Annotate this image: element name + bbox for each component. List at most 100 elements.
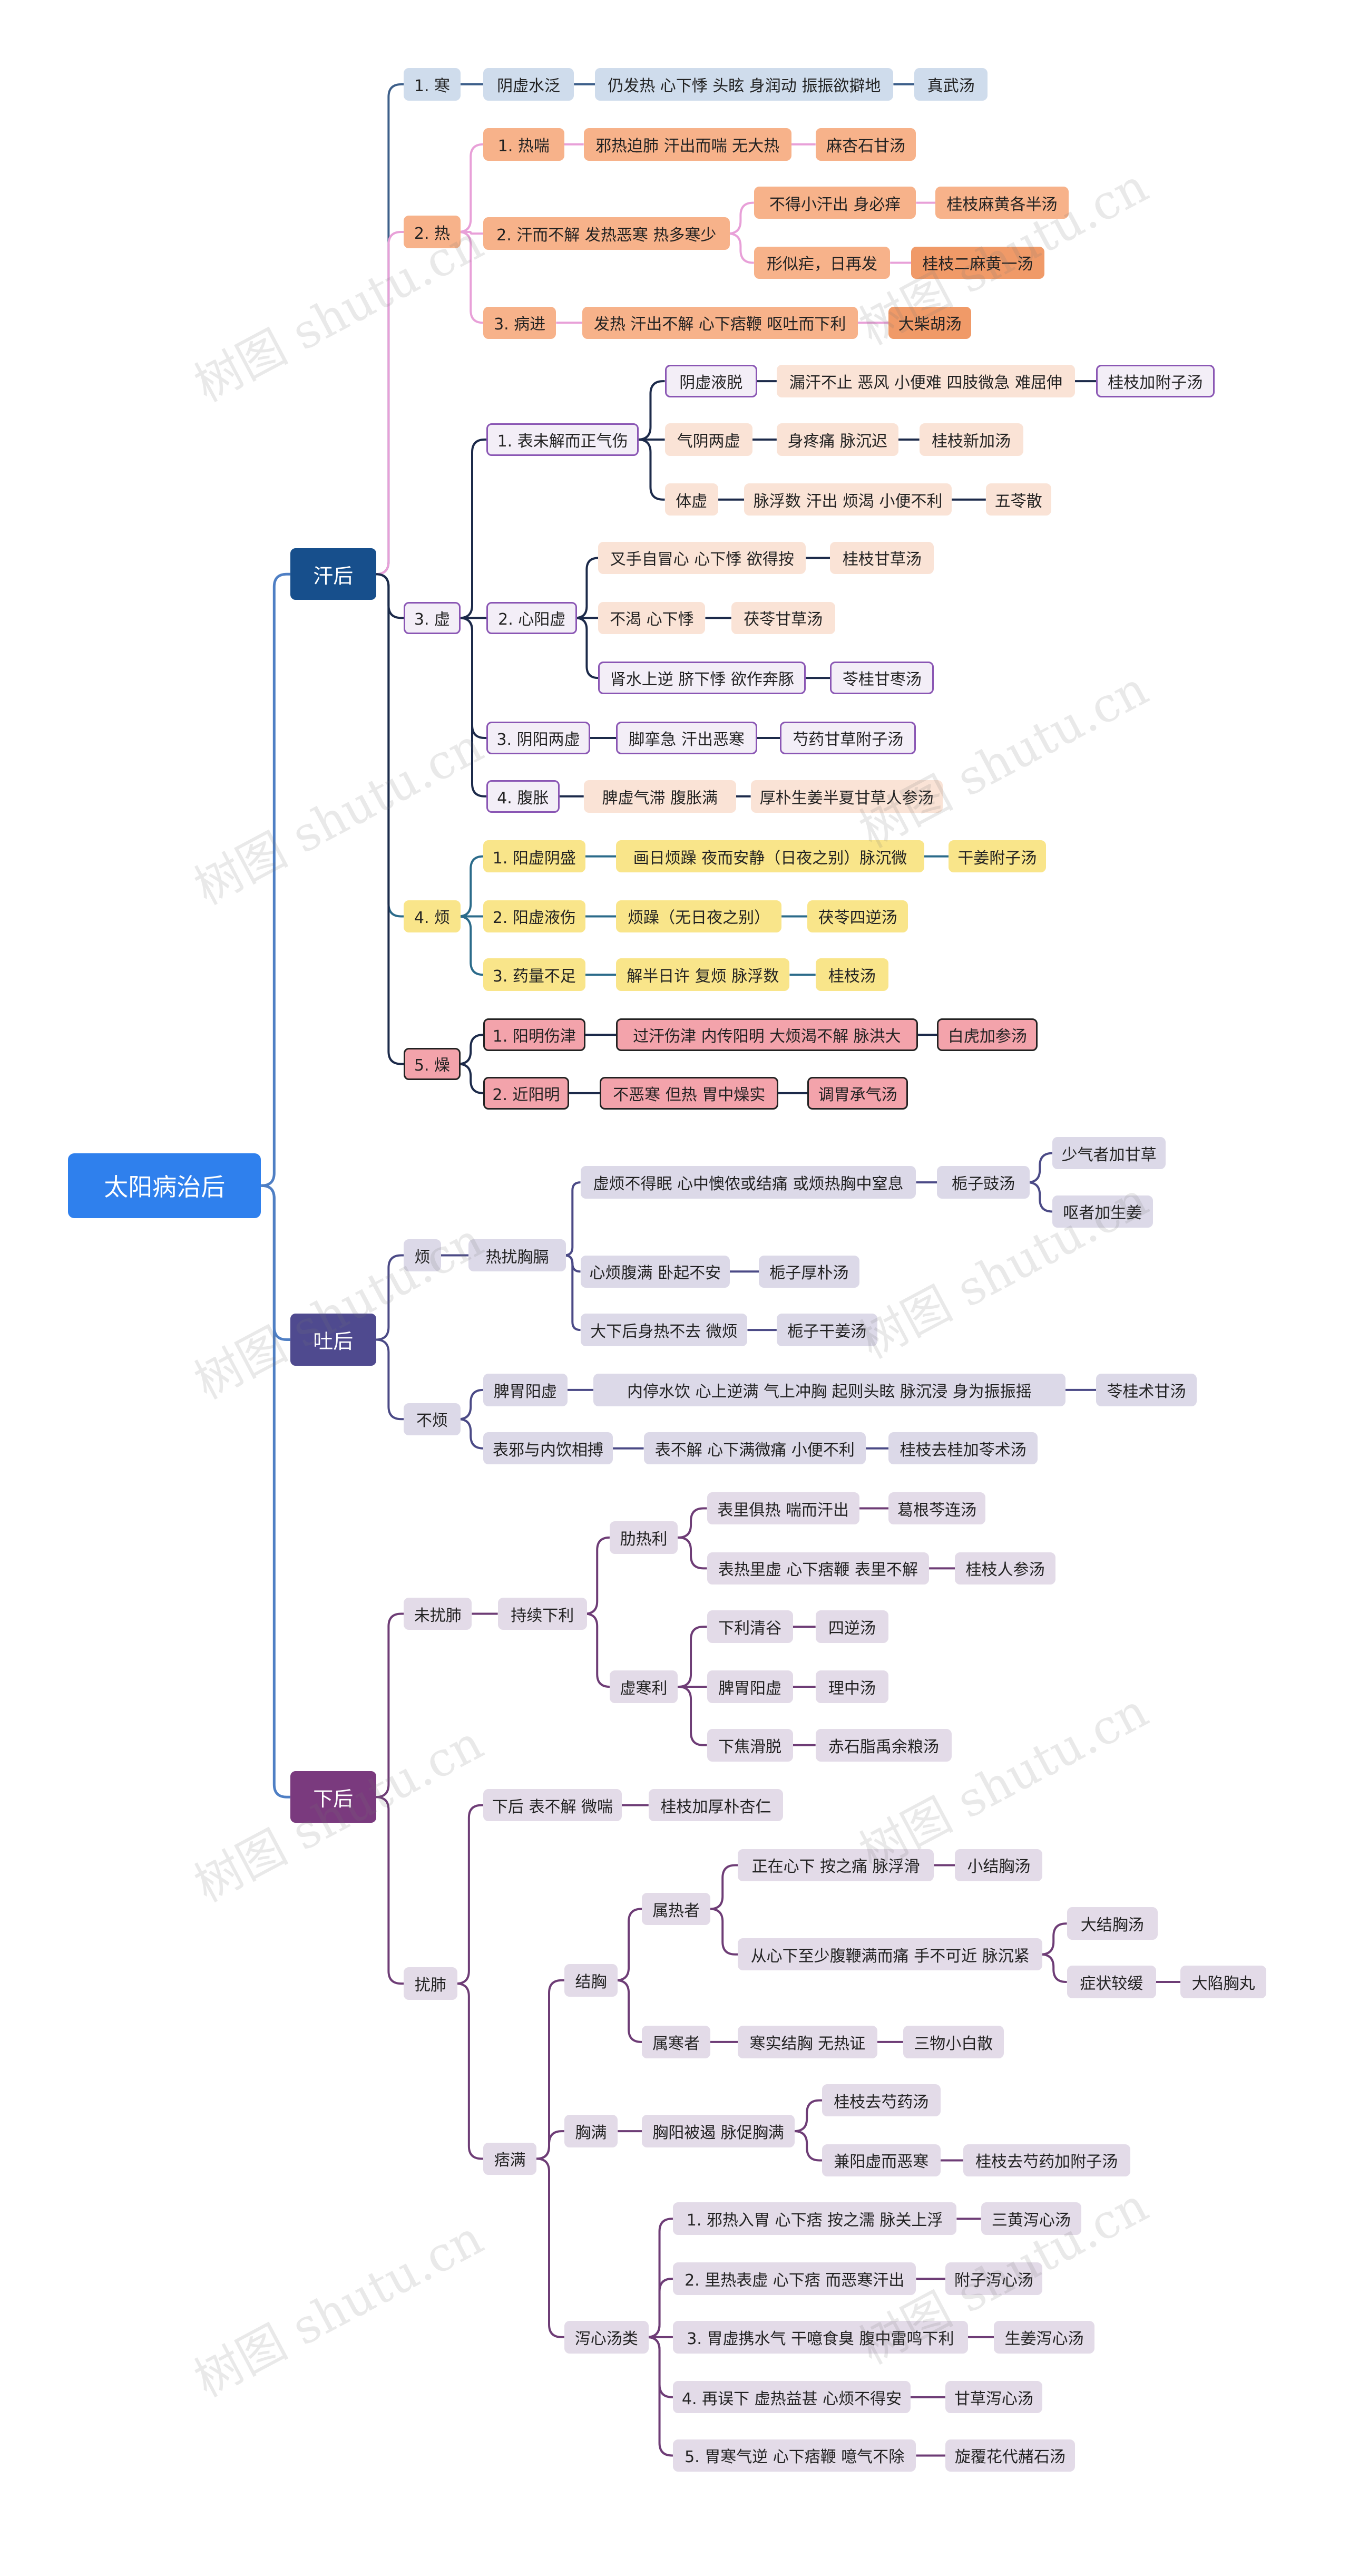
topic-a2b1[interactable]: 不得小汗出 身必痒 [754,186,916,219]
topic-c2a1[interactable]: 桂枝加厚朴杏仁 [648,1788,784,1822]
topic-b1a1a[interactable]: 栀子豉汤 [937,1166,1030,1199]
topic-c2b1a2b1[interactable]: 大陷胸丸 [1180,1966,1267,1998]
topic-a2a1[interactable]: 邪热迫肺 汗出而喘 无大热 [583,128,791,161]
topic-a2a2[interactable]: 麻杏石甘汤 [815,128,916,161]
topic-a4c1[interactable]: 解半日许 复烦 脉浮数 [616,958,790,991]
topic-a2c2[interactable]: 大柴胡汤 [888,306,972,339]
topic-b2[interactable]: 不烦 [404,1403,461,1436]
topic-b1a1a2[interactable]: 呕者加生姜 [1052,1195,1153,1228]
topic-a4c[interactable]: 3. 药量不足 [483,958,585,991]
topic-b2a2[interactable]: 苓桂术甘汤 [1096,1374,1197,1406]
topic-a4a2[interactable]: 干姜附子汤 [949,840,1046,873]
topic-c2b3a1[interactable]: 三黄泻心汤 [981,2202,1082,2235]
topic-c2b3d[interactable]: 4. 再误下 虚热益甚 心烦不得安 [672,2380,911,2414]
topic-c2[interactable]: 扰肺 [404,1967,457,2000]
topic-c2b2a1[interactable]: 桂枝去芍药汤 [822,2084,941,2117]
topic-c2b1a1a[interactable]: 小结胸汤 [955,1849,1043,1882]
topic-c2b3d1[interactable]: 甘草泻心汤 [945,2380,1042,2414]
topic-a1c[interactable]: 真武汤 [914,68,988,101]
topic-c2b1a2[interactable]: 从心下至少腹鞭满而痛 手不可近 脉沉紧 [738,1938,1043,1971]
topic-a3a[interactable]: 1. 表未解而正气伤 [486,423,639,456]
topic-a3d[interactable]: 4. 腹胀 [486,780,560,813]
topic-a5[interactable]: 5. 燥 [404,1047,461,1081]
topic-b2b[interactable]: 表邪与内饮相搏 [483,1432,613,1465]
topic-b1a2a[interactable]: 栀子厚朴汤 [759,1255,859,1288]
topic-b1a3[interactable]: 大下后身热不去 微烦 [580,1314,748,1346]
topic-a3a2b[interactable]: 桂枝新加汤 [919,423,1023,456]
topic-a1a[interactable]: 阴虚水泛 [483,68,574,101]
topic-c1a1a1[interactable]: 葛根芩连汤 [888,1492,986,1525]
topic-a5a2[interactable]: 白虎加参汤 [937,1018,1038,1051]
topic-a3a3b[interactable]: 五苓散 [985,483,1051,516]
topic-c1a[interactable]: 持续下利 [497,1597,587,1630]
topic-a3[interactable]: 3. 虚 [404,601,461,635]
topic-a2a[interactable]: 1. 热喘 [483,128,564,161]
topic-a3b1[interactable]: 叉手自冒心 心下悸 欲得按 [598,541,806,575]
topic-a2[interactable]: 2. 热 [404,216,461,248]
topic-c2b2[interactable]: 胸满 [564,2115,618,2147]
topic-c2b1a1[interactable]: 正在心下 按之痛 脉浮滑 [738,1849,934,1882]
topic-b2a[interactable]: 脾胃阳虚 [483,1374,568,1406]
topic-a5b1[interactable]: 不恶寒 但热 胃中燥实 [600,1077,778,1110]
topic-a5a[interactable]: 1. 阳明伤津 [483,1018,585,1051]
root-topic[interactable]: 太阳病治后 [68,1153,261,1218]
topic-c1a1b[interactable]: 表热里虚 心下痞鞭 表里不解 [707,1552,930,1585]
topic-a2c[interactable]: 3. 病进 [483,306,556,339]
topic-c1a2[interactable]: 虚寒利 [609,1670,678,1703]
topic-c1a2a1[interactable]: 四逆汤 [815,1610,889,1643]
topic-c2b1a2a[interactable]: 大结胸汤 [1067,1907,1158,1940]
topic-c2b1a2b[interactable]: 症状较缓 [1067,1966,1156,1998]
topic-a3a3a[interactable]: 脉浮数 汗出 烦渴 小便不利 [744,483,952,516]
topic-b2b2[interactable]: 桂枝去桂加苓术汤 [888,1432,1038,1465]
topic-a3c[interactable]: 3. 阴阳两虚 [486,722,590,754]
topic-c2b1b2[interactable]: 三物小白散 [903,2026,1004,2058]
topic-b1a1[interactable]: 虚烦不得眠 心中懊侬或结痛 或烦热胸中窒息 [580,1166,916,1199]
topic-c1a1[interactable]: 肋热利 [609,1521,678,1554]
topic-b1a3a[interactable]: 栀子干姜汤 [776,1314,877,1346]
topic-a3c1[interactable]: 脚挛急 汗出恶寒 [616,722,757,754]
topic-a3a2a[interactable]: 身疼痛 脉沉迟 [776,423,898,456]
topic-a3b2[interactable]: 不渴 心下悸 [598,601,706,635]
topic-c2b1[interactable]: 结胸 [564,1964,618,1997]
topic-c2b1b[interactable]: 属寒者 [642,2026,710,2058]
topic-c1a1a[interactable]: 表里俱热 喘而汗出 [707,1492,859,1525]
topic-a[interactable]: 汗后 [290,548,376,600]
topic-a4b[interactable]: 2. 阳虚液伤 [483,900,585,933]
topic-b[interactable]: 吐后 [290,1314,376,1366]
topic-a3a3[interactable]: 体虚 [664,483,719,516]
topic-a4a1[interactable]: 画日烦躁 夜而安静（日夜之别）脉沉微 [616,840,924,873]
topic-c2b1b1[interactable]: 寒实结胸 无热证 [738,2026,877,2058]
topic-a2b1a[interactable]: 桂枝麻黄各半汤 [935,186,1069,219]
topic-b1[interactable]: 烦 [404,1239,441,1272]
topic-a2b2a[interactable]: 桂枝二麻黄一汤 [911,246,1044,279]
topic-a4b1[interactable]: 烦躁（无日夜之别） [616,900,782,933]
topic-c2b3e1[interactable]: 旋覆花代赭石汤 [945,2439,1075,2472]
topic-c1a2b[interactable]: 脾胃阳虚 [707,1670,793,1703]
topic-a3b[interactable]: 2. 心阳虚 [486,601,578,635]
topic-c2b[interactable]: 痞满 [483,2142,537,2175]
topic-a3a1a[interactable]: 漏汗不止 恶风 小便难 四肢微急 难屈伸 [776,365,1075,397]
topic-c2b3b1[interactable]: 附子泻心汤 [945,2262,1042,2295]
topic-a4a[interactable]: 1. 阳虚阴盛 [483,840,585,873]
topic-c2b3b[interactable]: 2. 里热表虚 心下痞 而恶寒汗出 [672,2262,916,2295]
topic-a3b2a[interactable]: 茯苓甘草汤 [731,601,835,635]
topic-a3b3a[interactable]: 苓桂甘枣汤 [830,662,934,694]
topic-c2b3e[interactable]: 5. 胃寒气逆 心下痞鞭 噫气不除 [672,2439,916,2472]
topic-c1a2c1[interactable]: 赤石脂禹余粮汤 [815,1729,952,1762]
topic-b1a1a1[interactable]: 少气者加甘草 [1052,1136,1166,1170]
topic-a3c2[interactable]: 芍药甘草附子汤 [780,722,916,754]
topic-a2b2[interactable]: 形似疟，日再发 [754,246,891,279]
topic-a3a1[interactable]: 阴虚液脱 [664,365,757,397]
topic-c1a2a[interactable]: 下利清谷 [707,1610,793,1643]
topic-a4b2[interactable]: 茯苓四逆汤 [807,900,908,933]
topic-a3d2[interactable]: 厚朴生姜半夏甘草人参汤 [750,780,943,813]
topic-c2b3a[interactable]: 1. 邪热入胃 心下痞 按之濡 脉关上浮 [672,2202,957,2235]
topic-c2b2a[interactable]: 胸阳被遏 脉促胸满 [642,2115,795,2147]
topic-a2c1[interactable]: 发热 汗出不解 心下痞鞭 呕吐而下利 [582,306,858,339]
topic-c2b3c[interactable]: 3. 胃虚携水气 干噫食臭 腹中雷鸣下利 [672,2321,968,2354]
topic-a3a2[interactable]: 气阴两虚 [664,423,752,456]
topic-b2a1[interactable]: 内停水饮 心上逆满 气上冲胸 起则头眩 脉沉浸 身为振振摇 [593,1374,1065,1406]
topic-c1a1b1[interactable]: 桂枝人参汤 [955,1552,1056,1585]
topic-c1a2c[interactable]: 下焦滑脱 [707,1729,793,1762]
topic-a3a1b[interactable]: 桂枝加附子汤 [1096,365,1215,397]
